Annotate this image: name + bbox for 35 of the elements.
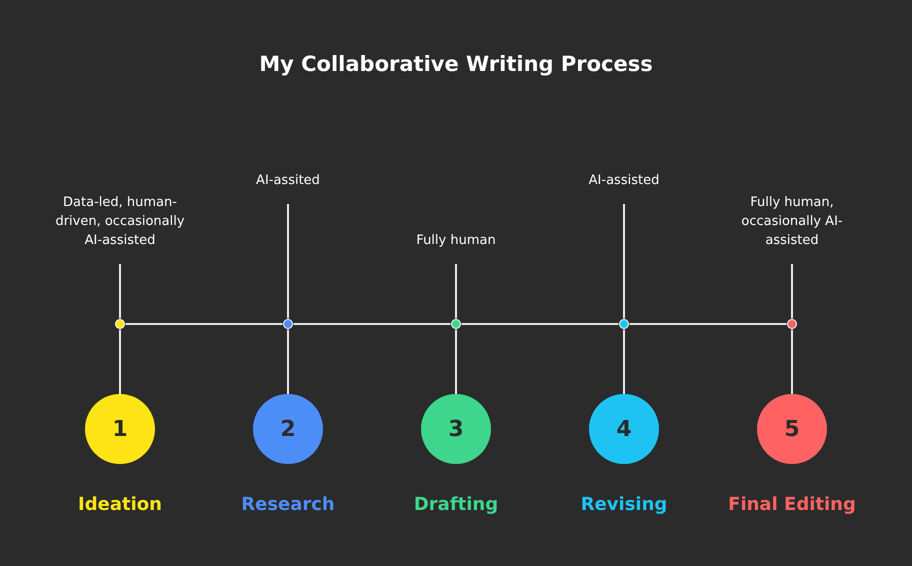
timeline-dot bbox=[282, 318, 292, 328]
step-description: Fully human, occasionally AI-assisted bbox=[717, 193, 867, 250]
timeline-dot bbox=[450, 318, 460, 328]
number-circle: 3 bbox=[421, 394, 491, 464]
number-circle: 2 bbox=[253, 394, 323, 464]
connector-line bbox=[126, 323, 282, 325]
connector-line bbox=[455, 264, 457, 318]
number-circle: 4 bbox=[589, 394, 659, 464]
connector-line bbox=[623, 330, 625, 394]
timeline-dot bbox=[114, 318, 124, 328]
timeline-dot bbox=[618, 318, 628, 328]
connector-line bbox=[462, 323, 618, 325]
connector-line bbox=[119, 264, 121, 318]
number-circle: 1 bbox=[85, 394, 155, 464]
connector-line bbox=[791, 330, 793, 394]
connector-line bbox=[455, 330, 457, 394]
step-description: AI-assisted bbox=[549, 171, 699, 190]
timeline-dot bbox=[786, 318, 796, 328]
connector-line bbox=[287, 204, 289, 318]
step-label: Revising bbox=[580, 494, 668, 515]
step-description: Data-led, human-driven, occasionally AI-assisted bbox=[45, 193, 195, 250]
title: My Collaborative Writing Process bbox=[258, 52, 654, 76]
number-circle: 5 bbox=[757, 394, 827, 464]
step-description: AI-assited bbox=[213, 171, 363, 190]
step-label: Drafting bbox=[414, 494, 498, 515]
step-label: Final Editing bbox=[728, 494, 856, 515]
step-description: Fully human bbox=[381, 231, 531, 250]
step-label: Research bbox=[241, 494, 335, 515]
connector-line bbox=[630, 323, 786, 325]
connector-line bbox=[287, 330, 289, 394]
step-label: Ideation bbox=[78, 494, 162, 515]
connector-line bbox=[791, 264, 793, 318]
connector-line bbox=[294, 323, 450, 325]
connector-line bbox=[119, 330, 121, 394]
connector-line bbox=[623, 204, 625, 318]
